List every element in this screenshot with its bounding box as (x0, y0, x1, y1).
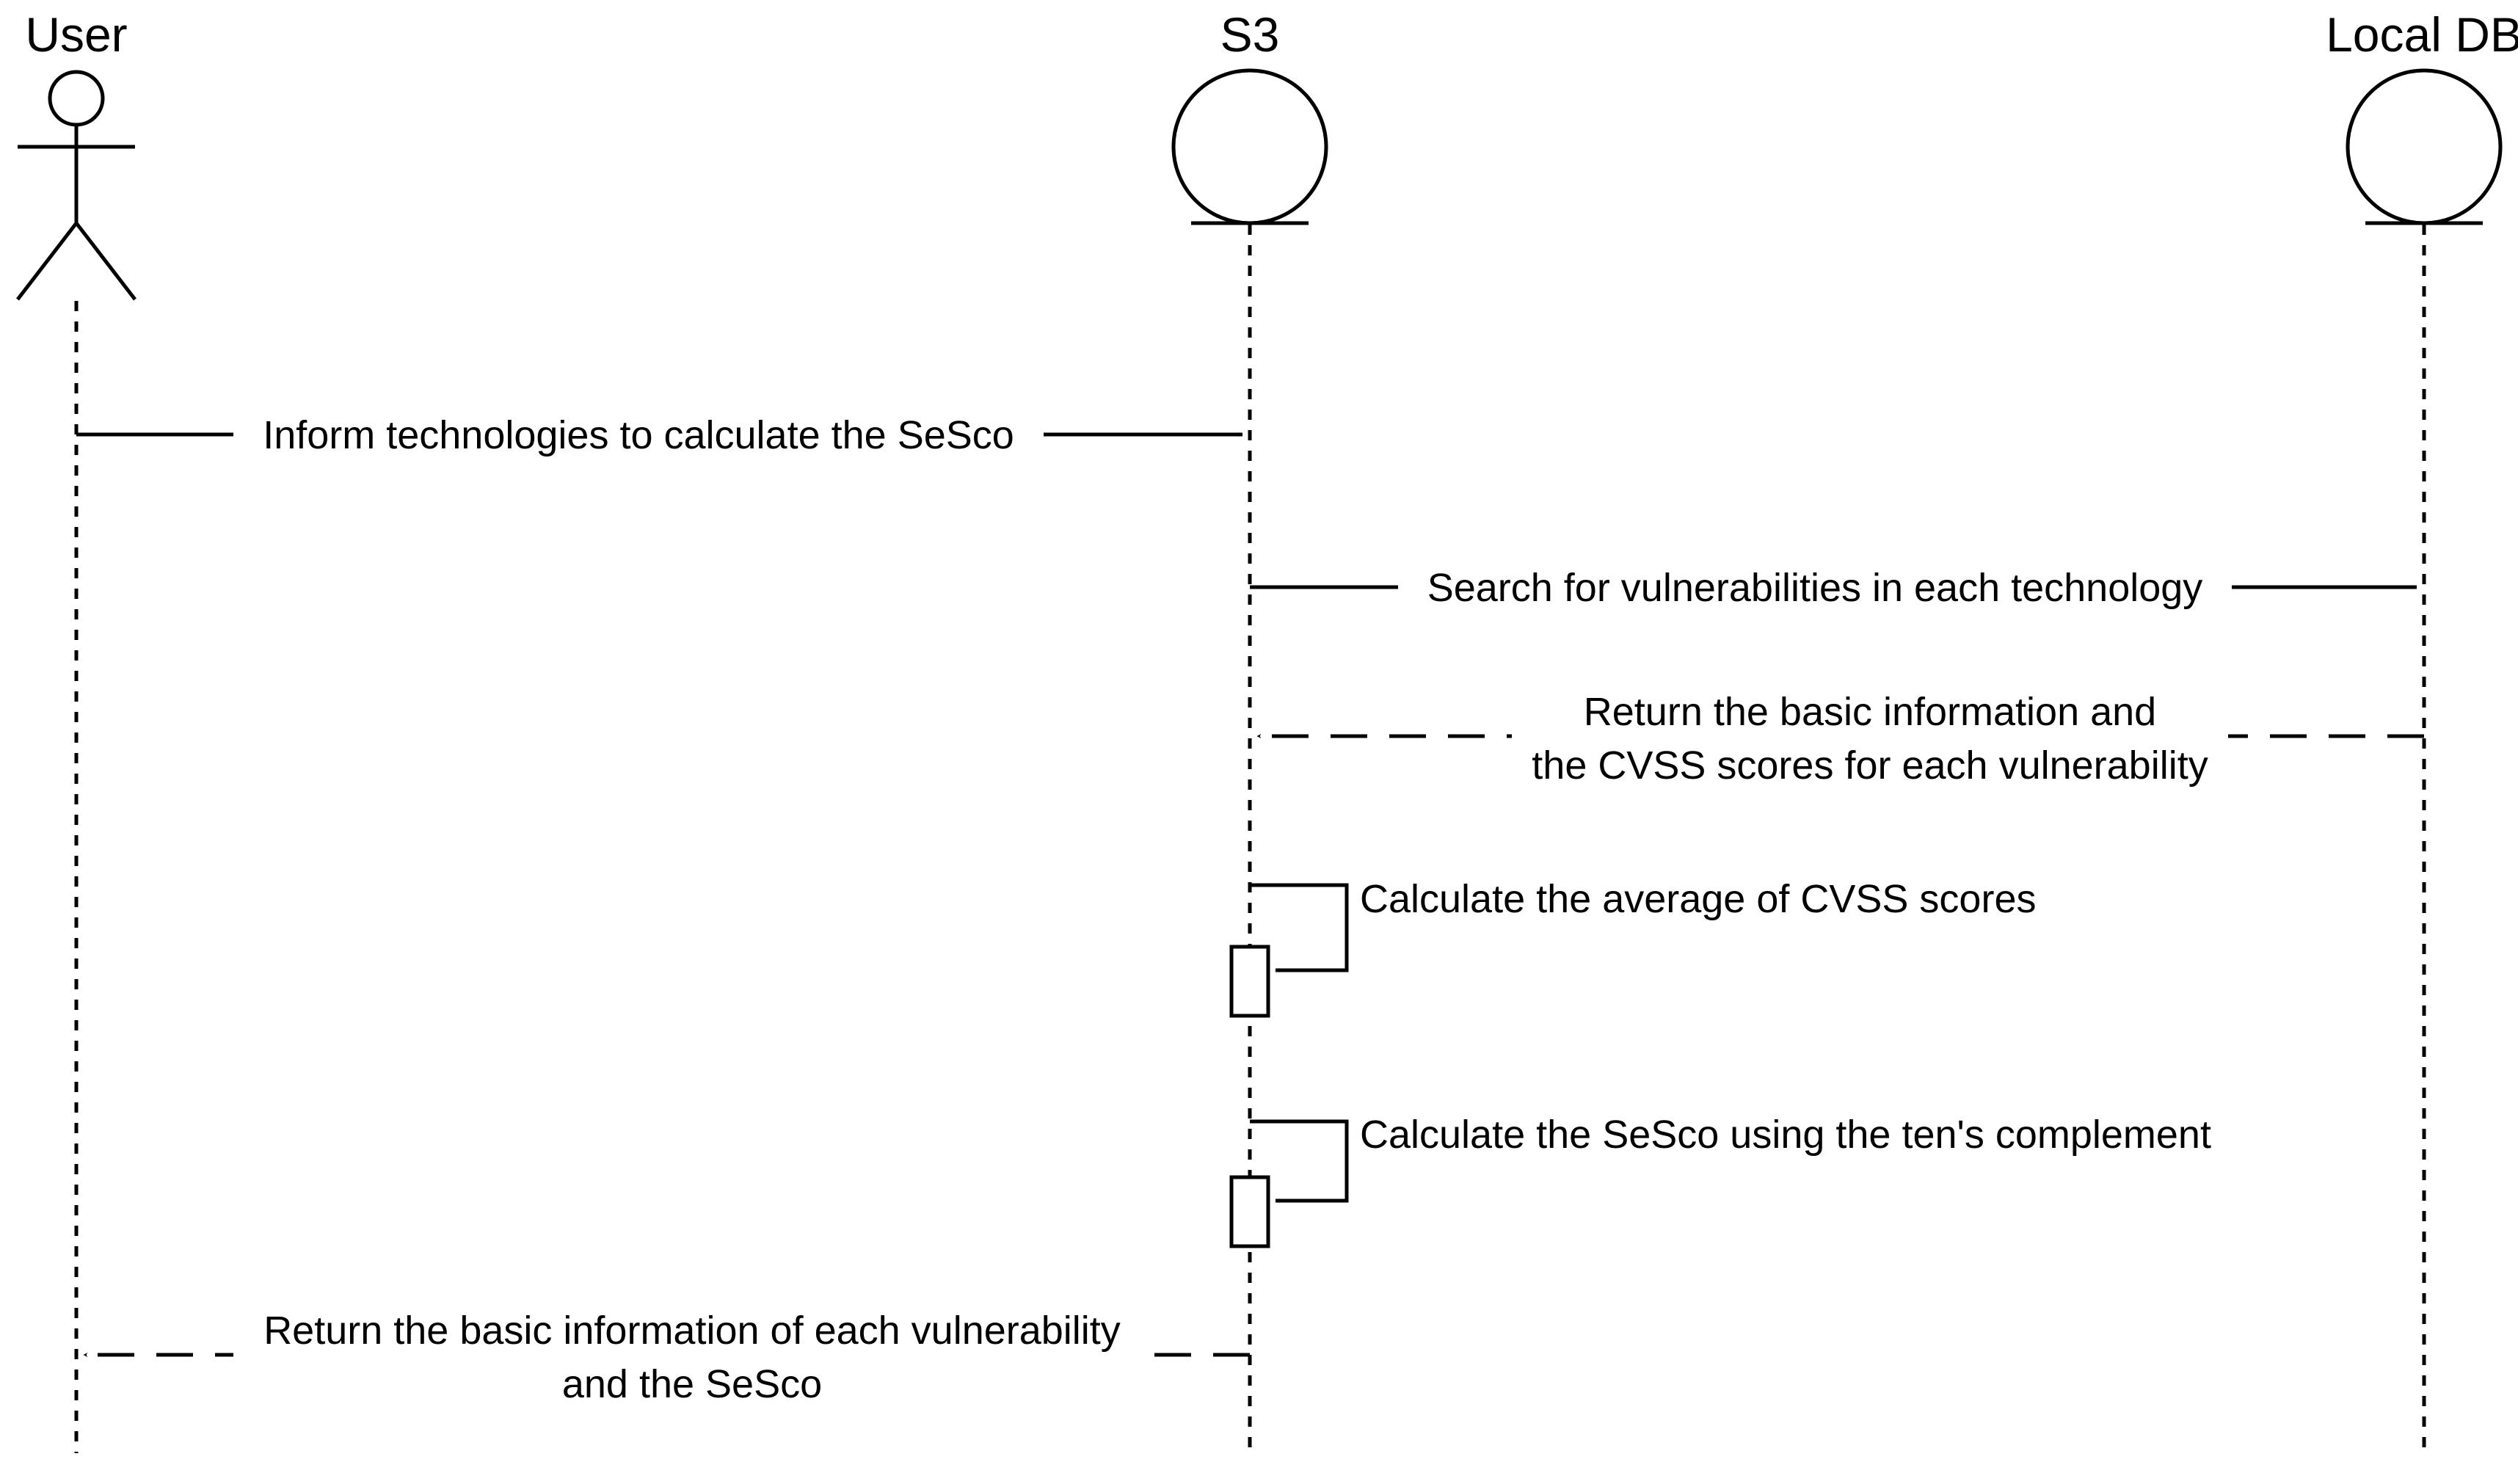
stick-figure-icon (16, 70, 137, 301)
message-inform-technologies: Inform technologies to calculate the SeS… (76, 405, 1243, 464)
participant-local-db-label: Local DB (2326, 7, 2518, 62)
message-label-line2: and the SeSco (562, 1362, 822, 1406)
message-calculate-sesco: Calculate the SeSco using the ten's comp… (1229, 1113, 2211, 1248)
message-label: Calculate the average of CVSS scores (1360, 877, 2036, 921)
activation-bar (1229, 945, 1270, 1018)
participant-local-db: Local DB (2326, 7, 2518, 1453)
message-label: Calculate the SeSco using the ten's comp… (1360, 1113, 2211, 1157)
message-label-line2: the CVSS scores for each vulnerability (1532, 743, 2208, 788)
participant-user-label: User (25, 7, 127, 62)
message-label: Inform technologies to calculate the SeS… (263, 413, 1014, 457)
message-search-vulnerabilities: Search for vulnerabilities in each techn… (1250, 558, 2417, 616)
message-label-line1: Return the basic information and (1584, 690, 2156, 734)
message-calculate-average: Calculate the average of CVSS scores (1229, 877, 2036, 1018)
entity-icon (2346, 68, 2503, 225)
activation-bar (1229, 1175, 1270, 1248)
message-label-line1: Return the basic information of each vul… (263, 1309, 1121, 1353)
message-return-sesco: Return the basic information of each vul… (83, 1305, 1250, 1408)
message-return-cvss-scores: Return the basic information and the CVS… (1256, 685, 2424, 790)
participant-user: User (16, 7, 137, 1453)
participant-s3-label: S3 (1220, 7, 1280, 62)
entity-icon (1171, 68, 1328, 225)
participant-s3: S3 (1171, 7, 1328, 1453)
message-label: Search for vulnerabilities in each techn… (1427, 566, 2203, 610)
